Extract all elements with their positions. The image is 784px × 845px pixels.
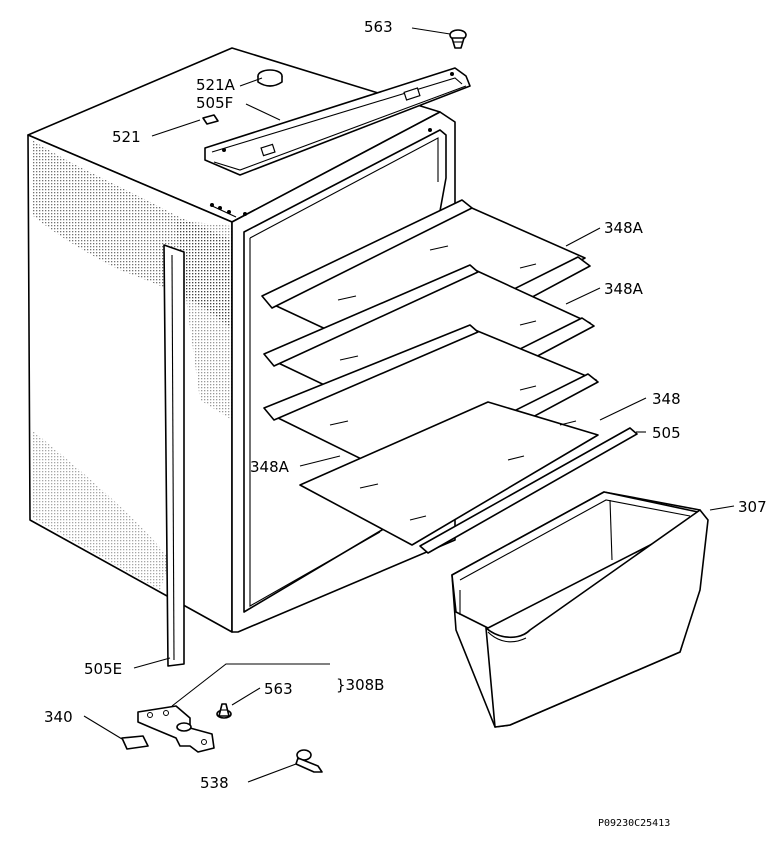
top-rail-505f [204, 67, 471, 176]
leader-lines [83, 27, 735, 783]
label-563-top: 563 [364, 18, 393, 36]
drawing-code: P09230C25413 [598, 818, 670, 829]
crisper-drawer-307 [451, 491, 709, 728]
door-seal-strip-505e [163, 244, 185, 667]
label-348a-2: 348A [604, 280, 644, 298]
label-308b: }308B [336, 676, 384, 694]
screw-563-bottom [216, 703, 232, 719]
label-505: 505 [652, 424, 681, 442]
shelf-trim-505 [419, 427, 638, 554]
label-348: 348 [652, 390, 681, 408]
label-348a-3: 348A [250, 458, 290, 476]
clip-521 [202, 114, 219, 125]
label-521a: 521A [196, 76, 236, 94]
cap-521a [257, 69, 283, 87]
label-307: 307 [738, 498, 767, 516]
label-505e: 505E [84, 660, 122, 678]
label-348a-1: 348A [604, 219, 644, 237]
screw-563-top [449, 29, 467, 49]
label-340: 340 [44, 708, 73, 726]
hinge-plate [137, 705, 215, 753]
shelf-348-glass [299, 401, 599, 546]
block-340 [121, 735, 149, 750]
label-521: 521 [112, 128, 141, 146]
label-505f: 505F [196, 94, 233, 112]
label-538: 538 [200, 774, 229, 792]
label-563-bottom: 563 [264, 680, 293, 698]
pivot-538 [295, 749, 323, 773]
